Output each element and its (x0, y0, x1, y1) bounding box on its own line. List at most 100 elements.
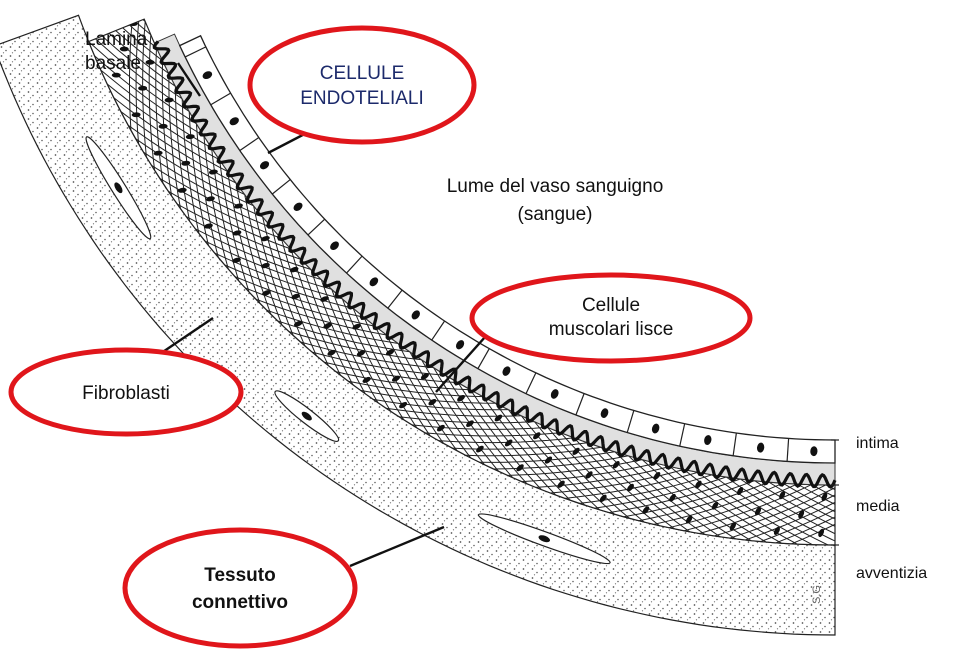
smooth-muscle-fiber (507, 459, 643, 476)
smooth-muscle-fiber (740, 478, 836, 546)
artist-signature: S.G. (811, 582, 823, 604)
smooth-muscle-lattice (48, 0, 836, 546)
smooth-muscle-nucleus (320, 296, 329, 302)
smooth-muscle-nucleus (131, 112, 141, 118)
smooth-muscle-fiber (411, 424, 548, 430)
smooth-muscle-fiber (550, 469, 685, 494)
smooth-muscle-nucleus (642, 506, 650, 514)
smooth-muscle-fiber (88, 19, 157, 49)
smooth-muscle-fiber (697, 471, 813, 546)
smooth-muscle-fiber (300, 341, 434, 369)
smooth-muscle-fiber (88, 19, 176, 87)
smooth-muscle-nucleus (533, 432, 541, 440)
smooth-muscle-fiber (508, 409, 600, 511)
smooth-muscle-nucleus (261, 236, 270, 242)
endothelial-nucleus (455, 340, 465, 350)
smooth-muscle-fiber (143, 151, 263, 218)
smooth-muscle-nucleus (356, 350, 366, 357)
smooth-muscle-nucleus (203, 223, 213, 229)
smooth-muscle-fiber (48, 0, 140, 8)
smooth-muscle-nucleus (476, 445, 484, 453)
smooth-muscle-nucleus (585, 471, 593, 479)
callout-tessuto-connettivo: Tessuto connettivo (122, 527, 358, 649)
endothelial-nucleus (704, 435, 712, 445)
smooth-muscle-fiber (495, 402, 586, 506)
smooth-muscle-fiber (288, 331, 422, 361)
endothelial-nucleus (502, 366, 511, 376)
endothelial-cell-divider (271, 179, 291, 195)
connective-pointer (349, 525, 445, 568)
smooth-muscle-fiber (609, 478, 741, 514)
smooth-muscle-nucleus (181, 160, 191, 166)
smooth-muscle-fiber (227, 171, 261, 304)
smooth-muscle-fiber (310, 269, 366, 394)
smooth-muscle-nucleus (457, 394, 466, 402)
endothelial-nucleus (651, 423, 660, 434)
smooth-muscle-fiber (253, 205, 294, 336)
smooth-muscle-fiber (534, 421, 630, 519)
smooth-muscle-fiber (155, 47, 164, 184)
avventizia-label: avventizia (856, 565, 927, 582)
endothelial-nucleus (600, 408, 609, 418)
smooth-muscle-fiber (255, 298, 387, 336)
smooth-muscle-nucleus (798, 510, 805, 519)
endothelial-cell-divider (239, 136, 260, 152)
endothelial-cell-divider (786, 438, 790, 462)
callout-fibroblasti: Fibroblasti (8, 347, 244, 437)
smooth-muscle-fiber (638, 481, 769, 522)
smooth-muscle-fiber (331, 289, 392, 412)
smooth-muscle-nucleus (653, 471, 661, 480)
smooth-muscle-nucleus (208, 169, 218, 175)
smooth-muscle-fiber (782, 482, 836, 543)
fibroblast-cells (85, 136, 611, 565)
smooth-muscle-nucleus (711, 501, 719, 510)
smooth-muscle-nucleus (352, 323, 361, 330)
smooth-muscle-fiber (148, 34, 156, 171)
smooth-muscle-fiber (373, 398, 509, 411)
endothelial-cell-divider (626, 410, 635, 433)
internal-elastic-lamina (152, 40, 837, 489)
smooth-muscle-nucleus (164, 97, 174, 103)
smooth-muscle-fiber (729, 484, 836, 539)
endothelial-cell-divider (387, 289, 403, 309)
smooth-muscle-fiber (312, 351, 446, 376)
media-label: media (856, 498, 900, 515)
tessuto-connettivo-label: Tessuto (204, 565, 275, 586)
smooth-muscle-nucleus (234, 203, 243, 209)
cellule-muscolari-label-2: muscolari lisce (549, 319, 674, 340)
endothelial-cell-divider (732, 432, 737, 456)
smooth-muscle-nucleus (669, 493, 676, 502)
smooth-muscle-fiber (547, 426, 645, 523)
smooth-muscle-nucleus (627, 483, 634, 492)
layer-boundary-ticks (831, 439, 839, 546)
smooth-muscle-fiber (594, 476, 727, 509)
smooth-muscle-fiber (482, 396, 571, 501)
endothelial-cell-divider (477, 348, 490, 369)
smooth-muscle-nucleus (323, 322, 332, 329)
smooth-muscle-nucleus (232, 230, 242, 236)
smooth-muscle-fiber (203, 135, 229, 270)
endothelial-cell-divider (525, 372, 537, 394)
fibroblast-nucleus (114, 182, 123, 194)
smooth-muscle-fiber (280, 238, 329, 366)
endothelial-nucleus (550, 389, 559, 399)
smooth-muscle-nucleus (754, 507, 762, 516)
lamina-basale-label: Lamina (85, 29, 148, 50)
endothelial-cell-dividers (184, 46, 790, 462)
smooth-muscle-fiber (176, 203, 302, 260)
smooth-muscle-nucleus (420, 373, 429, 380)
smooth-muscle-fiber (88, 41, 197, 125)
smooth-muscle-fiber (711, 474, 829, 546)
smooth-muscle-fiber (398, 416, 535, 424)
smooth-muscle-nucleus (289, 266, 299, 273)
smooth-muscle-fiber (181, 98, 200, 234)
smooth-muscle-nucleus (185, 134, 195, 140)
smooth-muscle-fiber (791, 480, 836, 545)
smooth-muscle-fiber (219, 159, 250, 293)
smooth-muscle-fiber (811, 484, 836, 540)
smooth-muscle-fiber (352, 308, 418, 429)
smooth-muscle-nucleus (291, 293, 300, 300)
smooth-muscle-fiber (421, 359, 499, 472)
smooth-muscle-fiber (277, 320, 410, 353)
smooth-muscle-fiber (684, 484, 812, 532)
